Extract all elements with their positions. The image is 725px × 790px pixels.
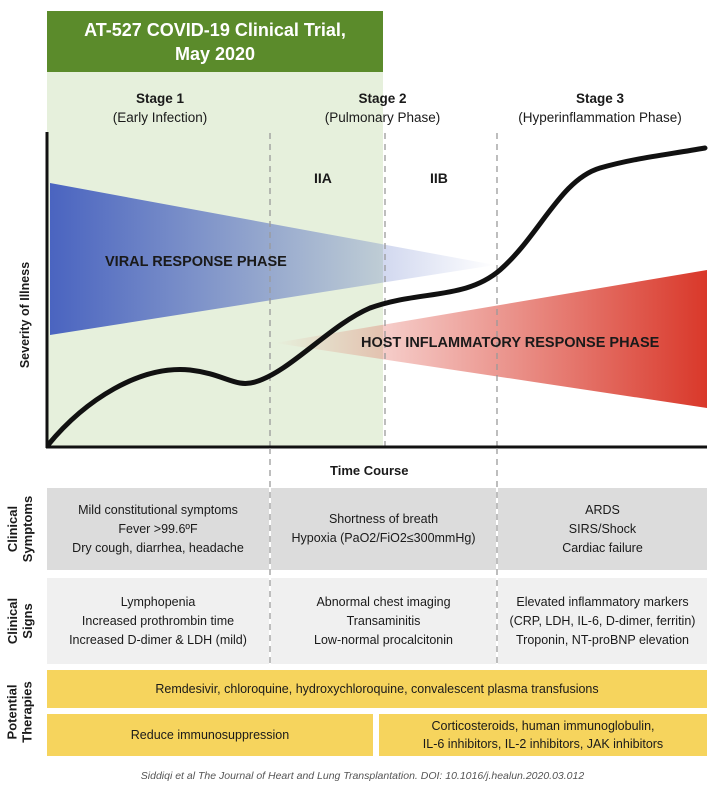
symptoms-row-label-wrap: Clinical Symptoms — [0, 488, 40, 570]
y-axis-label-wrap: Severity of Illness — [10, 200, 40, 430]
symptoms-stage-1: Mild constitutional symptoms Fever >99.6… — [47, 488, 269, 570]
signs-stage-2: Abnormal chest imaging Transaminitis Low… — [271, 578, 496, 664]
title-banner: AT-527 COVID-19 Clinical Trial, May 2020 — [47, 11, 383, 72]
stage-1-header: Stage 1 (Early Infection) — [80, 91, 240, 125]
stage-3-name: Stage 3 — [575, 91, 625, 106]
stage-1-desc: (Early Infection) — [112, 110, 208, 125]
x-axis-label: Time Course — [330, 463, 409, 478]
citation: Siddiqi et al The Journal of Heart and L… — [140, 770, 585, 782]
therapy-reduce-immunosuppression: Reduce immunosuppression — [47, 714, 373, 756]
severity-curve — [45, 145, 708, 448]
therapies-row-label: Potential Therapies — [5, 681, 36, 743]
symptoms-stage-2: Shortness of breath Hypoxia (PaO2/FiO2≤3… — [271, 488, 496, 570]
table-dividers — [269, 448, 498, 666]
therapy-immunomodulators: Corticosteroids, human immunoglobulin, I… — [379, 714, 707, 756]
stage-1-name: Stage 1 — [135, 91, 185, 106]
stage-3-header: Stage 3 (Hyperinflammation Phase) — [500, 91, 700, 125]
stage-2-header: Stage 2 (Pulmonary Phase) — [300, 91, 465, 125]
stage-3-desc: (Hyperinflammation Phase) — [518, 110, 682, 125]
title-line-1: AT-527 COVID-19 Clinical Trial, — [84, 19, 346, 40]
signs-row-label: Clinical Signs — [5, 597, 35, 645]
stage-2-desc: (Pulmonary Phase) — [324, 110, 441, 125]
viral-phase-label: VIRAL RESPONSE PHASE — [105, 254, 287, 270]
disease-course-diagram — [45, 72, 708, 449]
signs-stage-1: Lymphopenia Increased prothrombin time I… — [47, 578, 269, 664]
y-axis-label: Severity of Illness — [18, 261, 32, 369]
symptoms-stage-3: ARDS SIRS/Shock Cardiac failure — [498, 488, 707, 570]
therapy-all-stages: Remdesivir, chloroquine, hydroxychloroqu… — [47, 670, 707, 708]
stage-2-name: Stage 2 — [358, 91, 407, 106]
title-line-2: May 2020 — [174, 43, 256, 64]
signs-stage-3: Elevated inflammatory markers (CRP, LDH,… — [498, 578, 707, 664]
host-phase-label: HOST INFLAMMATORY RESPONSE PHASE — [361, 335, 660, 351]
host-response-wedge — [275, 270, 707, 408]
substage-iia-label: IIA — [314, 170, 332, 186]
symptoms-row-label: Clinical Symptoms — [5, 495, 35, 563]
substage-iib-label: IIB — [430, 170, 448, 186]
viral-response-wedge — [50, 183, 495, 335]
signs-row-label-wrap: Clinical Signs — [0, 578, 40, 664]
therapies-row-label-wrap: Potential Therapies — [0, 668, 40, 756]
